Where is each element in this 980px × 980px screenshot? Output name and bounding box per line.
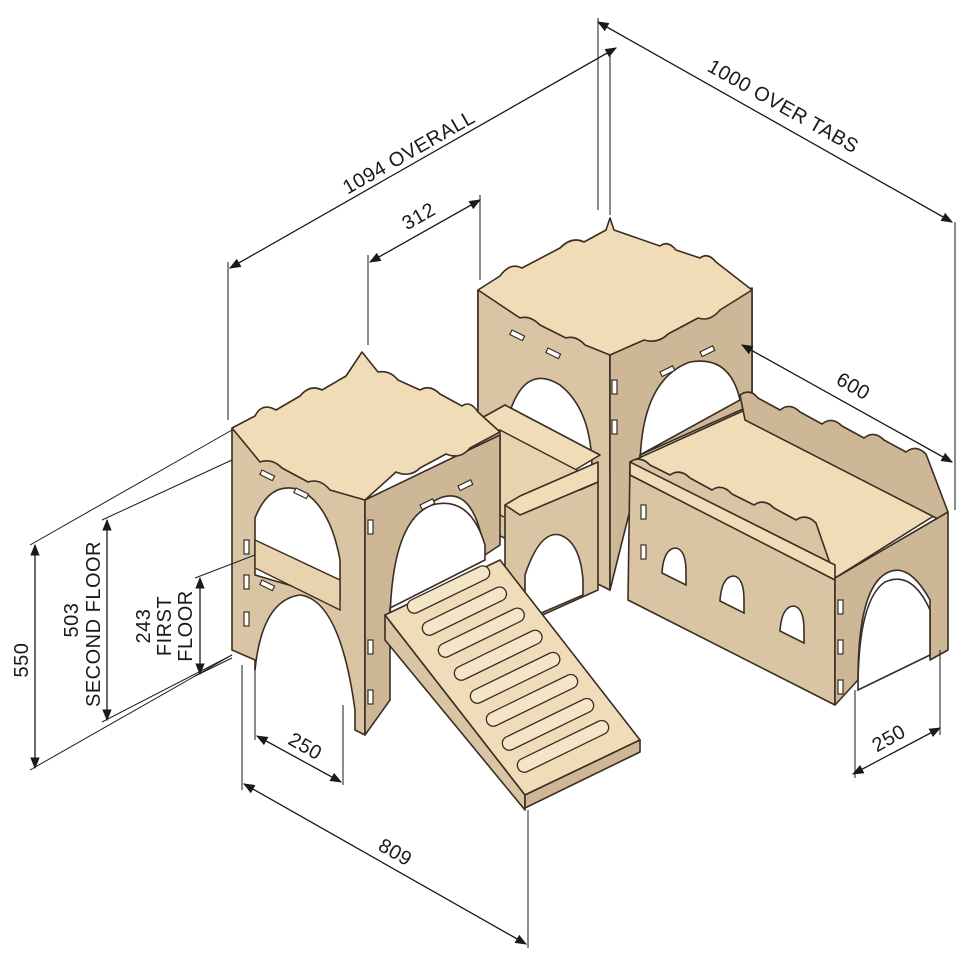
dim-height: 550 [11,643,33,678]
window-1 [661,547,687,587]
dim-front-width: 809 [374,835,415,871]
ramp [384,559,641,811]
left-tower-top [231,351,501,501]
ramp-grip-slots [406,565,610,773]
dim-arch-left: 250 [284,729,325,765]
dim-first-floor-value: 243 [133,609,155,644]
dim-second-floor-value: 503 [61,603,83,638]
dim-arch-right: 250 [868,721,909,757]
dim-tower-depth: 312 [398,199,439,235]
window-2 [719,575,745,615]
dim-over-tabs: 1000 OVER TABS [704,55,863,158]
left-tower [231,351,501,736]
window-3 [779,605,805,645]
connector-bridge [477,404,601,626]
dim-first-floor-label1: FIRST [154,596,176,656]
dim-second-floor-label: SECOND FLOOR [83,541,105,707]
dim-overall: 1094 OVERALL [339,106,479,199]
dim-first-floor-label2: FLOOR [175,590,197,661]
